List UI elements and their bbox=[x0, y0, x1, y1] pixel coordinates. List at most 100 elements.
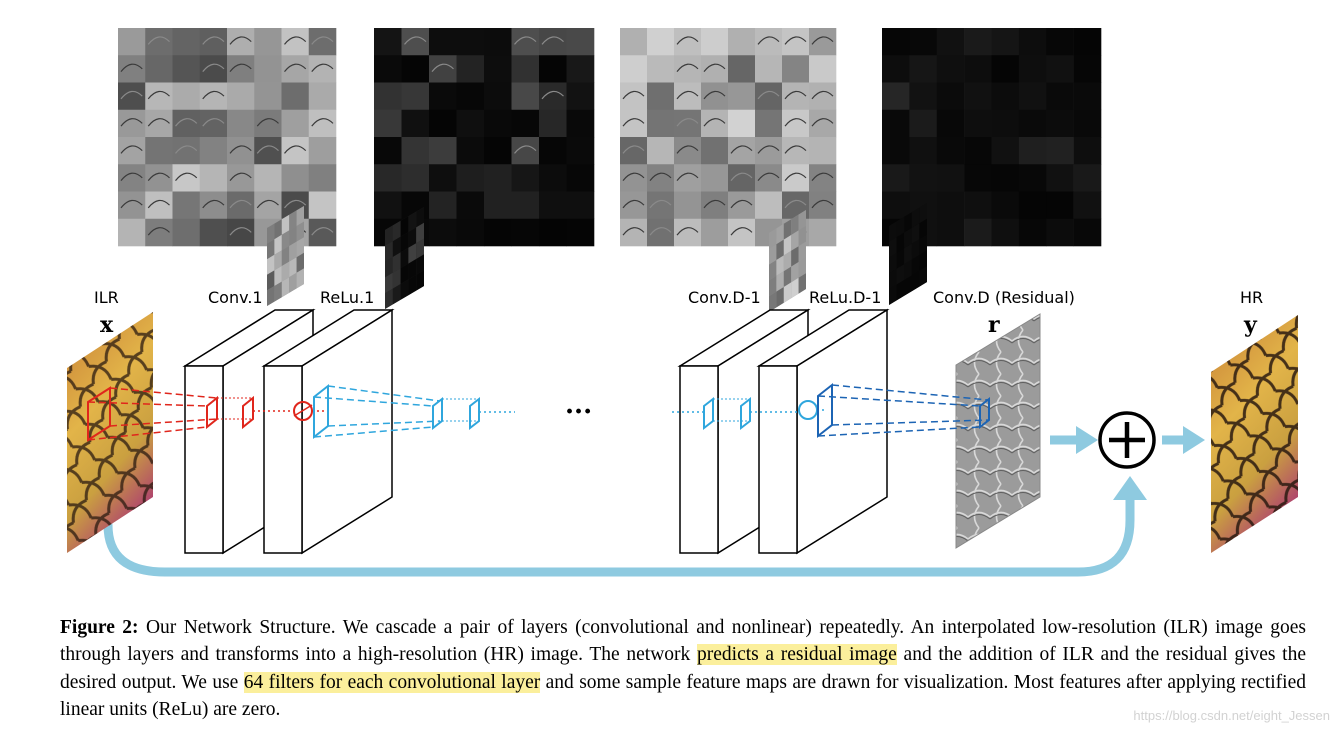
inset-tile bbox=[791, 214, 799, 235]
feature-map-stroke bbox=[120, 63, 143, 72]
feature-map-tile bbox=[429, 137, 457, 165]
feature-map-tile bbox=[701, 82, 729, 111]
feature-map-tile bbox=[172, 82, 201, 111]
inset-tile bbox=[296, 268, 304, 289]
feature-map-tile bbox=[909, 28, 938, 56]
feature-map-inset-relud1 bbox=[889, 203, 927, 305]
feature-map-stroke bbox=[730, 227, 753, 236]
caption-text-1: Our Network Structure. We cascade a pair… bbox=[60, 617, 1306, 666]
feature-map-tile bbox=[429, 82, 457, 111]
feature-map-tile bbox=[782, 109, 810, 138]
feature-map-tile bbox=[964, 109, 992, 138]
feature-map-tile bbox=[991, 55, 1020, 83]
feature-map-tile bbox=[227, 191, 255, 220]
feature-map-tile bbox=[539, 55, 567, 83]
feature-map-tile bbox=[511, 109, 540, 138]
feature-map-tile bbox=[674, 55, 702, 83]
inset-tile bbox=[416, 270, 424, 291]
feature-map-stroke bbox=[541, 90, 564, 100]
feature-map-tile bbox=[145, 137, 173, 165]
inset-tile bbox=[400, 232, 409, 253]
feature-map-tile bbox=[882, 164, 910, 192]
feature-map-tile bbox=[566, 109, 595, 138]
feature-map-stroke bbox=[676, 36, 699, 45]
feature-map-tile bbox=[456, 82, 485, 111]
receptive-field-cyan-1 bbox=[313, 383, 515, 440]
inset-tile bbox=[281, 261, 290, 282]
inset-tile bbox=[289, 272, 297, 293]
feature-map-tile bbox=[539, 164, 567, 192]
feature-map-tile bbox=[755, 82, 783, 111]
feature-map-tile bbox=[728, 109, 756, 138]
feature-map-stroke bbox=[147, 118, 170, 127]
inset-tile bbox=[296, 221, 304, 242]
feature-map-stroke bbox=[676, 118, 699, 127]
inset-tile bbox=[783, 235, 792, 256]
feature-map-tile bbox=[227, 28, 255, 56]
feature-map-stroke bbox=[120, 118, 143, 127]
feature-map-inset-relu1 bbox=[385, 207, 424, 309]
inset-tile bbox=[911, 239, 920, 260]
feature-map-tile bbox=[172, 218, 201, 247]
inset-tile bbox=[408, 211, 417, 232]
label-relu1: ReLu.1 bbox=[320, 288, 374, 307]
inset-tile bbox=[896, 248, 905, 269]
inset-tile bbox=[296, 237, 304, 258]
feature-map-tile bbox=[1018, 164, 1047, 192]
feature-map-stroke bbox=[311, 63, 334, 72]
feature-map-tile bbox=[1073, 82, 1102, 111]
feature-map-tile bbox=[374, 164, 402, 192]
feature-map-tile bbox=[227, 137, 255, 165]
feature-map-stroke bbox=[703, 90, 726, 100]
inset-tile bbox=[889, 253, 897, 274]
feature-map-tile bbox=[1046, 55, 1074, 83]
feature-map-tile bbox=[539, 109, 567, 138]
inset-tile bbox=[385, 241, 393, 262]
feature-map-tile bbox=[199, 82, 228, 111]
inset-tile bbox=[798, 257, 806, 278]
feature-map-stroke bbox=[676, 227, 699, 236]
feature-map-stroke bbox=[541, 36, 564, 45]
feature-map-tile bbox=[456, 218, 485, 247]
feature-map-tile bbox=[254, 191, 282, 220]
feature-map-stroke bbox=[676, 172, 699, 181]
feature-map-tile bbox=[511, 55, 540, 83]
feature-map-tile bbox=[401, 164, 430, 192]
label-ellipsis: ··· bbox=[565, 397, 592, 427]
label-convd1: Conv.D-1 bbox=[688, 288, 761, 307]
feature-map-tile bbox=[1046, 191, 1074, 220]
feature-map-tile bbox=[308, 137, 337, 165]
feature-map-stroke bbox=[256, 199, 279, 209]
feature-map-tile bbox=[1073, 55, 1102, 83]
feature-map-tile bbox=[199, 191, 228, 220]
feature-map-tile bbox=[674, 137, 702, 165]
feature-map-tile bbox=[701, 218, 729, 247]
feature-map-tile bbox=[936, 164, 965, 192]
feature-map-stroke bbox=[649, 172, 672, 181]
feature-map-tile bbox=[118, 109, 146, 138]
feature-map-tile bbox=[782, 55, 810, 83]
inset-tile bbox=[289, 210, 297, 231]
layer-block-relu1 bbox=[261, 308, 395, 555]
inset-tile bbox=[919, 218, 927, 240]
feature-map-grid-convd1 bbox=[620, 28, 837, 247]
feature-map-tile bbox=[374, 137, 402, 165]
inset-tile bbox=[416, 254, 424, 275]
inset-tile bbox=[296, 206, 304, 226]
feature-map-tile bbox=[1073, 164, 1102, 192]
inset-tile bbox=[919, 234, 927, 255]
inset-tile bbox=[274, 219, 282, 240]
inset-tile bbox=[783, 266, 792, 287]
feature-map-tile bbox=[429, 218, 457, 247]
feature-map-tile bbox=[701, 28, 729, 56]
feature-map-tile bbox=[647, 82, 675, 111]
inset-tile bbox=[896, 264, 905, 285]
inset-tile bbox=[274, 234, 282, 255]
feature-map-stroke bbox=[703, 63, 726, 72]
inset-tile bbox=[798, 273, 806, 294]
feature-map-tile bbox=[991, 28, 1020, 56]
feature-map-tile bbox=[728, 137, 756, 165]
label-convd-residual: Conv.D (Residual) bbox=[933, 288, 1075, 307]
inset-tile bbox=[392, 284, 401, 305]
feature-map-tile bbox=[145, 109, 173, 138]
